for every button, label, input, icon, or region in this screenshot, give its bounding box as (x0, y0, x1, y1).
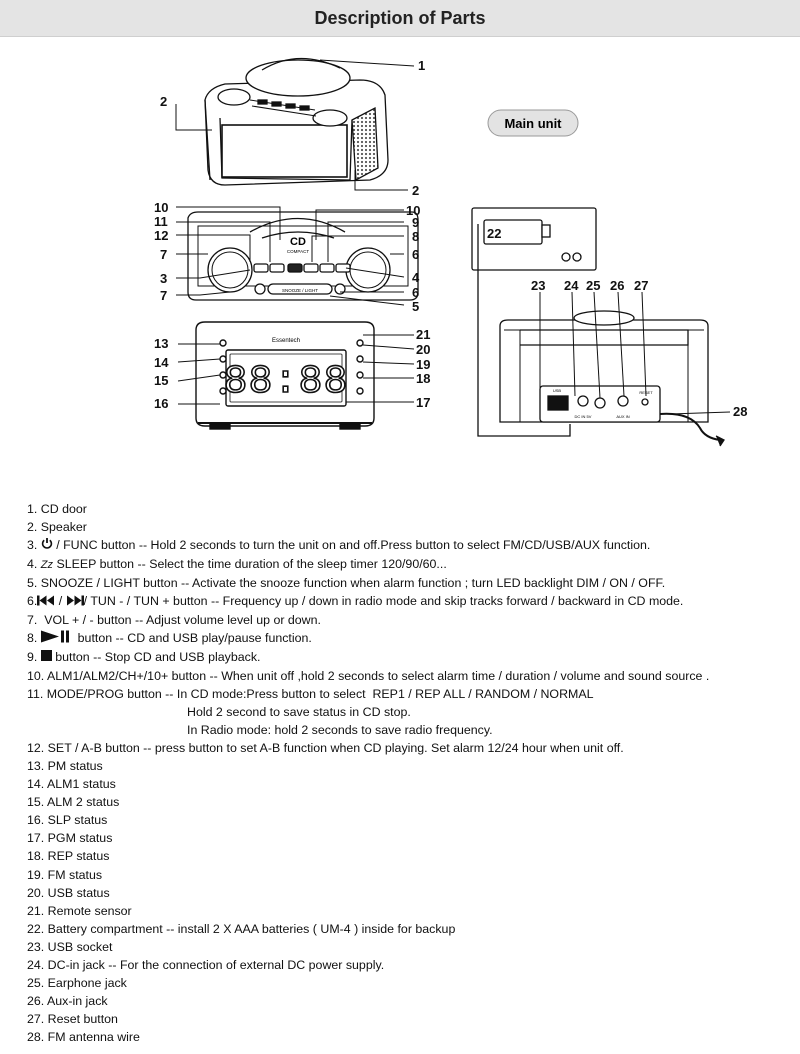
callout-5: 5 (412, 299, 419, 314)
callout-13: 13 (154, 336, 168, 351)
front-display-unit (195, 321, 375, 430)
callout-2b: 2 (412, 183, 419, 198)
callout-22: 22 (487, 226, 501, 241)
callout-11: 11 (154, 214, 168, 229)
legend-item: 19. FM status (27, 867, 103, 882)
callout-8: 8 (412, 229, 419, 244)
callout-19: 19 (416, 357, 430, 372)
callout-18: 18 (416, 371, 430, 386)
callout-21: 21 (416, 327, 430, 342)
callout-25: 25 (586, 278, 600, 293)
legend-item: 27. Reset button (27, 1012, 118, 1027)
legend-item: 12. SET / A-B button -- press button to … (27, 740, 624, 755)
callout-20: 20 (416, 342, 430, 357)
legend-item: 7. VOL + / - button -- Adjust volume lev… (27, 612, 321, 627)
legend-item: 9. button -- Stop CD and USB playback. (27, 648, 787, 667)
legend-item: 5. SNOOZE / LIGHT button -- Activate the… (27, 576, 666, 591)
legend-item: 2. Speaker (27, 520, 87, 535)
callout-27: 27 (634, 278, 648, 293)
legend-item: 18. REP status (27, 849, 110, 864)
legend-item: 3. / FUNC button -- Hold 2 seconds to tu… (27, 536, 787, 555)
legend-item: 15. ALM 2 status (27, 795, 120, 810)
dc-in-label: DC IN 5V (575, 414, 592, 419)
callout-10-right: 10 (406, 203, 420, 218)
legend-item: 14. ALM1 status (27, 777, 116, 792)
stop-icon (40, 648, 52, 666)
callout-leader-lines (175, 59, 731, 415)
top-view-unit (204, 57, 389, 186)
callout-1: 1 (418, 58, 425, 73)
legend-item: 25. Earphone jack (27, 976, 127, 991)
callout-17: 17 (416, 395, 430, 410)
sleep-zz-icon: Zz (40, 558, 54, 571)
callout-15: 15 (154, 373, 168, 388)
callout-6b: 6 (412, 285, 419, 300)
callout-6a: 6 (412, 247, 419, 262)
legend-item: 24. DC-in jack -- For the connection of … (27, 958, 385, 973)
main-unit-badge: Main unit (487, 109, 579, 137)
callout-26: 26 (610, 278, 624, 293)
callout-3: 3 (160, 271, 167, 286)
legend-item: 23. USB socket (27, 939, 113, 954)
snooze-light-button-label: SNOOZE / LIGHT (282, 288, 318, 293)
callout-10-left: 10 (154, 200, 168, 215)
cd-logo: CD (290, 236, 306, 248)
legend-item: 10. ALM1/ALM2/CH+/10+ button -- When uni… (27, 668, 710, 683)
callout-7a: 7 (160, 247, 167, 262)
legend-item: In Radio mode: hold 2 seconds to save ra… (187, 722, 493, 737)
callout-12: 12 (154, 228, 168, 243)
skip-back-icon (37, 593, 55, 611)
legend-item: 16. SLP status (27, 813, 108, 828)
callout-2a: 2 (160, 94, 167, 109)
callout-28: 28 (733, 404, 747, 419)
clock-display: 88:88 (223, 360, 348, 405)
callout-7b: 7 (160, 288, 167, 303)
legend-item: 20. USB status (27, 885, 110, 900)
power-icon (41, 537, 53, 555)
legend-item: Hold 2 second to save status in CD stop. (187, 704, 411, 719)
usb-label: USB (553, 388, 562, 393)
legend-item: 17. PGM status (27, 831, 113, 846)
legend-item: 1. CD door (27, 502, 87, 516)
play-pause-icon (40, 630, 71, 648)
callout-4: 4 (412, 270, 420, 285)
legend-item: 26. Aux-in jack (27, 994, 108, 1009)
cd-logo-sub: COMPACT (287, 249, 309, 254)
legend-item: 28. FM antenna wire (27, 1030, 140, 1045)
back-view-unit (471, 207, 725, 447)
legend-item: 8. button -- CD and USB play/pause funct… (27, 629, 787, 648)
callout-23: 23 (531, 278, 545, 293)
legend-item: 6. / / TUN - / TUN + button -- Frequency… (27, 592, 787, 611)
legend-item: 11. MODE/PROG button -- In CD mode:Press… (27, 686, 594, 701)
parts-diagram: CD COMPACT SNOOZE / LIGHT Essentech 88:8… (154, 57, 747, 447)
svg-text:Main unit: Main unit (504, 116, 562, 131)
callout-numbers: 1 2 2 10 11 12 7 3 7 10 9 8 6 4 6 5 13 1… (154, 58, 747, 419)
page-header: Description of Parts (0, 0, 800, 37)
legend-item: 22. Battery compartment -- install 2 X A… (27, 921, 456, 936)
legend-item: 21. Remote sensor (27, 903, 132, 918)
skip-forward-icon (66, 593, 84, 611)
aux-in-label: AUX IN (616, 414, 629, 419)
callout-14: 14 (154, 355, 169, 370)
callout-16: 16 (154, 396, 168, 411)
device-brand-logo: Essentech (272, 338, 300, 344)
callout-9: 9 (412, 215, 419, 230)
callout-24: 24 (564, 278, 579, 293)
front-button-panel (187, 211, 419, 301)
page-title: Description of Parts (314, 8, 486, 28)
legend-item: 13. PM status (27, 759, 103, 773)
legend-item: 4. Zz SLEEP button -- Select the time du… (27, 556, 447, 571)
